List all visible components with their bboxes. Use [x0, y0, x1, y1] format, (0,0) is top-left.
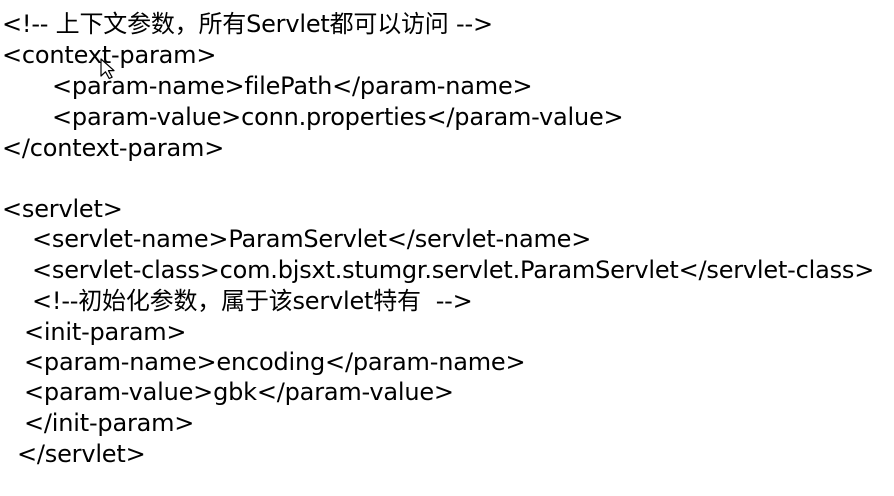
mouse-pointer-icon — [100, 58, 115, 80]
code-line: </servlet> — [17, 440, 146, 468]
code-line: <servlet-class>com.bjsxt.stumgr.servlet.… — [32, 256, 875, 284]
code-line: <!--初始化参数，属于该servlet特有 --> — [32, 287, 473, 315]
code-line: <param-name>encoding</param-name> — [24, 348, 526, 376]
code-line: <!-- 上下文参数，所有Servlet都可以访问 --> — [2, 10, 493, 38]
code-line: <servlet> — [2, 195, 123, 223]
code-line: </context-param> — [2, 134, 225, 162]
code-line: <param-name>filePath</param-name> — [52, 72, 533, 100]
code-line: <param-value>gbk</param-value> — [24, 378, 454, 406]
code-line: <param-value>conn.properties</param-valu… — [52, 103, 624, 131]
code-line: <context-param> — [2, 41, 217, 69]
code-line: <init-param> — [24, 318, 187, 346]
code-line: </init-param> — [24, 409, 195, 437]
code-line: <servlet-name>ParamServlet</servlet-name… — [32, 225, 592, 253]
